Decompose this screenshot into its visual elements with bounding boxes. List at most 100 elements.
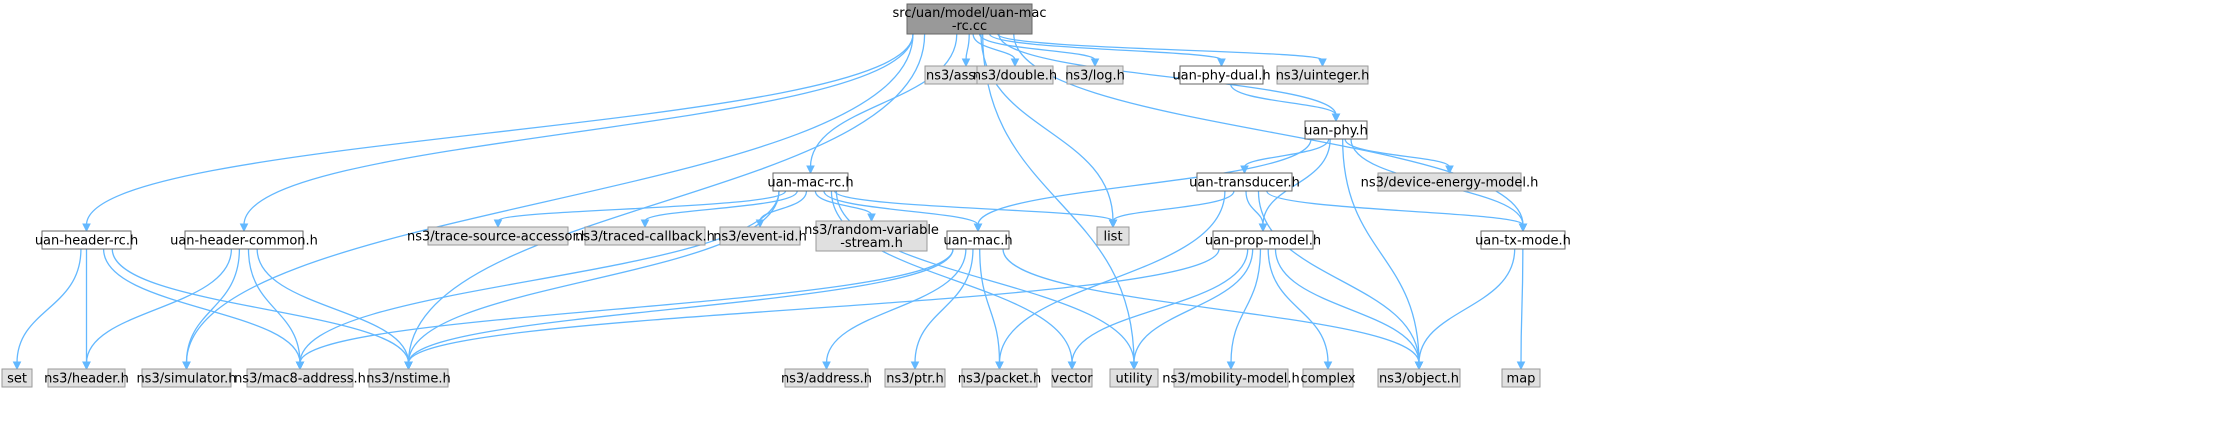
edge-mac_h-to-object (1002, 248, 1424, 371)
edge-line (185, 33, 914, 364)
edge-line (998, 190, 1226, 364)
node-ptr: ns3/ptr.h (884, 368, 946, 388)
node-label: map (1507, 372, 1536, 387)
node-list: list (1096, 226, 1130, 246)
node-box (976, 65, 1054, 85)
edge-phy-to-dev_energy (1344, 138, 1454, 175)
node-dev_energy: ns3/device-energy-model.h (1361, 172, 1538, 192)
node-box (1096, 226, 1130, 246)
edge-root-to-double (972, 33, 1020, 68)
node-box (1377, 172, 1522, 192)
node-mac_rc_h[interactable]: uan-mac-rc.h (767, 172, 854, 192)
edge-line (1341, 138, 1420, 364)
edge-hdr_rc-to-set (12, 248, 82, 371)
edge-prop_model-to-object (1274, 248, 1424, 371)
node-complex: complex (1300, 368, 1356, 388)
node-phy_dual[interactable]: uan-phy-dual.h (1172, 65, 1271, 85)
edge-hdr_common-to-mac8 (247, 248, 305, 371)
edge-line (102, 248, 301, 364)
node-box (772, 172, 849, 192)
edge-arrowhead (82, 223, 91, 233)
edge-arrowhead (1067, 361, 1077, 371)
node-label: ns3/nstime.h (366, 372, 450, 387)
edge-line (256, 248, 410, 364)
node-mac_h[interactable]: uan-mac.h (943, 230, 1013, 250)
node-label: uan-header-common.h (170, 234, 318, 249)
node-simulator: ns3/simulator.h (136, 368, 237, 388)
node-map: map (1501, 368, 1541, 388)
edge-mac_rc_h-to-event_id (755, 190, 808, 229)
edge-line (247, 248, 301, 364)
node-log: ns3/log.h (1065, 65, 1125, 85)
edge-line (1230, 83, 1337, 116)
edge-root-to-hdr_common (239, 33, 914, 233)
edge-line (834, 190, 1114, 222)
edge-arrowhead (295, 361, 305, 371)
edge-line (1262, 138, 1331, 226)
edge-line (1243, 138, 1330, 168)
node-object: ns3/object.h (1377, 368, 1461, 388)
edge-mac_h-to-packet (979, 248, 1004, 371)
node-address: ns3/address.h (781, 368, 872, 388)
edge-mac_rc_h-to-mac8 (295, 190, 780, 371)
node-rand_var: ns3/random-variable-stream.h (804, 220, 939, 252)
node-transducer[interactable]: uan-transducer.h (1189, 172, 1300, 192)
edge-arrowhead (867, 213, 876, 223)
edge-arrowhead (1090, 58, 1100, 68)
node-box (427, 226, 569, 246)
node-label: -stream.h (840, 236, 903, 251)
edge-line (407, 190, 780, 364)
edge-prop_model-to-complex (1267, 248, 1333, 371)
node-tx_mode[interactable]: uan-tx-mode.h (1475, 230, 1571, 250)
node-label: ns3/object.h (1379, 372, 1459, 387)
node-label: ns3/mobility-model.h (1162, 372, 1299, 387)
node-packet: ns3/packet.h (958, 368, 1041, 388)
edge-mac_rc_h-to-rand_var (814, 190, 876, 223)
node-label: ns3/event-id.h (713, 230, 807, 245)
edge-line (407, 33, 926, 364)
edge-line (972, 33, 1016, 61)
edge-arrowhead (1010, 58, 1020, 68)
edge-line (979, 248, 1001, 364)
node-hdr_common[interactable]: uan-header-common.h (170, 230, 318, 250)
edge-root-to-hdr_rc (82, 33, 914, 233)
edge-arrowhead (910, 361, 920, 371)
edge-line (407, 248, 1220, 364)
edge-root-to-tx_mode (1013, 33, 1528, 233)
node-label: uan-mac.h (943, 234, 1012, 249)
edge-line (814, 190, 873, 216)
edge-arrowhead (82, 361, 91, 371)
node-box (906, 3, 1033, 35)
edge-line (644, 190, 798, 222)
node-label: -rc.cc (952, 19, 987, 34)
node-label: ns3/ptr.h (886, 372, 944, 387)
node-root[interactable]: src/uan/model/uan-mac-rc.cc (893, 3, 1047, 35)
node-utility: utility (1109, 368, 1159, 388)
node-label: ns3/random-variable (804, 223, 939, 238)
node-box (1276, 65, 1369, 85)
edge-line (823, 190, 979, 226)
edge-arrowhead (1108, 219, 1118, 229)
edges-layer (12, 33, 1528, 371)
edge-arrowhead (1516, 361, 1526, 371)
edge-line (982, 33, 1135, 364)
node-prop_model[interactable]: uan-prop-model.h (1205, 230, 1321, 250)
node-box (1480, 230, 1566, 250)
edge-prop_model-to-utility (1129, 248, 1254, 371)
edge-arrowhead (806, 165, 815, 175)
edge-root-to-assert (961, 33, 971, 68)
edge-transducer-to-packet (995, 190, 1226, 371)
edge-arrowhead (822, 361, 831, 371)
node-double: ns3/double.h (973, 65, 1057, 85)
edge-prop_model-to-vector (1067, 248, 1249, 371)
edge-mac_rc_h-to-mac_h (823, 190, 983, 233)
edge-arrowhead (493, 219, 503, 229)
edge-arrowhead (1331, 113, 1341, 123)
node-hdr_rc[interactable]: uan-header-rc.h (35, 230, 138, 250)
node-box (1051, 368, 1093, 388)
node-mobility: ns3/mobility-model.h (1162, 368, 1300, 388)
node-phy[interactable]: uan-phy.h (1304, 120, 1368, 140)
node-label: uan-prop-model.h (1205, 234, 1321, 249)
edge-line (998, 33, 1337, 116)
edge-line (1002, 248, 1420, 364)
